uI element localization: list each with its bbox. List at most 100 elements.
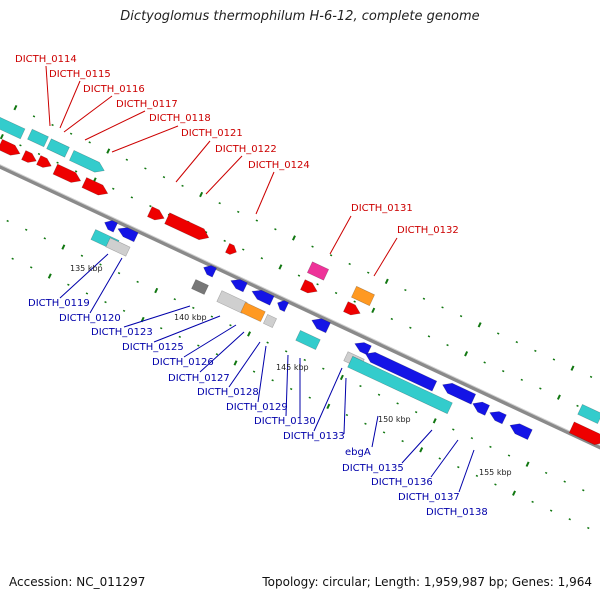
gene-arrow-forward-gene[interactable] [300,279,318,294]
gene-arrow-reverse-gene[interactable] [104,220,119,233]
tick-mark [144,167,147,170]
gene-arrow-forward-gene[interactable] [52,163,82,183]
gene-label-dicth-0128[interactable]: DICTH_0128 [197,387,259,398]
gene-arrow-rna[interactable] [347,355,453,415]
gene-label-dicth-0132[interactable]: DICTH_0132 [397,225,459,236]
gene-arrow-forward-gene[interactable] [164,212,210,241]
gene-arrow-forward-gene[interactable] [21,150,37,163]
tick-mark [0,133,4,140]
tick-mark [582,489,585,492]
gene-arrow-light-gray[interactable] [216,290,248,314]
gene-label-dicth-0124[interactable]: DICTH_0124 [248,160,310,171]
tick-mark [427,335,431,338]
gene-arrow-reverse-gene[interactable] [472,401,490,416]
gene-arrow-reverse-gene[interactable] [230,279,248,293]
gene-arrow-orange[interactable] [351,285,375,307]
gene-label-dicth-0114[interactable]: DICTH_0114 [15,54,77,65]
gene-label-dicth-0136[interactable]: DICTH_0136 [371,477,433,488]
tick-mark [549,509,553,512]
gene-arrow-rna[interactable] [69,150,105,173]
tick-mark [56,161,59,164]
tick-mark [483,361,486,364]
tick-mark [173,298,176,301]
gene-arrow-rna[interactable] [46,138,70,158]
tick-label-150kbp: 150 kbp [378,415,411,424]
gene-arrow-rna[interactable] [577,404,600,424]
gene-arrow-reverse-gene[interactable] [117,227,139,243]
gene-features [0,116,600,446]
gene-arrow-rna[interactable] [0,116,26,140]
leader-line [59,253,109,299]
gene-arrow-forward-gene[interactable] [36,155,52,168]
tick-mark [24,228,28,231]
tick-mark [271,379,274,382]
leader-line [430,439,459,478]
gene-label-dicth-0122[interactable]: DICTH_0122 [215,144,277,155]
gene-label-dicth-0138[interactable]: DICTH_0138 [426,507,488,518]
gene-arrow-reverse-gene[interactable] [311,318,331,334]
gene-arrow-forward-gene[interactable] [225,243,237,255]
gene-label-ebga[interactable]: ebgA [345,447,371,458]
gene-arrow-reverse-gene[interactable] [365,351,438,392]
gene-arrow-forward-gene[interactable] [147,206,165,221]
gene-arrow-reverse-gene[interactable] [489,411,507,425]
gene-arrow-reverse-gene[interactable] [354,342,372,356]
gene-label-dicth-0118[interactable]: DICTH_0118 [149,113,211,124]
tick-mark [136,280,139,283]
gene-label-dicth-0123[interactable]: DICTH_0123 [91,327,153,338]
gene-label-dicth-0127[interactable]: DICTH_0127 [168,373,230,384]
tick-mark [322,367,325,370]
tick-mark [384,278,389,285]
leader-line [175,140,211,183]
gene-arrow-rna[interactable] [295,330,321,350]
tick-mark [345,413,349,417]
gene-arrow-reverse-gene[interactable] [509,423,533,440]
gene-label-dicth-0117[interactable]: DICTH_0117 [116,99,178,110]
tick-mark [178,335,182,338]
gene-arrow-forward-gene[interactable] [0,139,21,156]
gene-label-dicth-0119[interactable]: DICTH_0119 [28,298,90,309]
leader-line [371,415,379,448]
gene-label-dicth-0137[interactable]: DICTH_0137 [398,492,460,503]
tick-mark [223,239,226,242]
gene-label-dicth-0133[interactable]: DICTH_0133 [283,431,345,442]
gene-label-dicth-0130[interactable]: DICTH_0130 [254,416,316,427]
gene-arrow-reverse-gene[interactable] [251,289,275,306]
gene-label-dicth-0131[interactable]: DICTH_0131 [351,203,413,214]
tick-mark [534,349,537,352]
leader-line [205,155,243,195]
gene-arrow-rna[interactable] [27,128,49,148]
leader-line [111,125,179,153]
map-title: Dictyoglomus thermophilum H-6-12, comple… [120,9,480,24]
gene-arrow-reverse-gene[interactable] [203,265,218,278]
tick-mark [69,132,73,135]
tick-mark [311,245,314,248]
tick-mark [297,274,301,277]
gene-arrow-reverse-gene[interactable] [442,382,477,405]
gene-arrow-orange[interactable] [240,302,266,322]
gene-label-dicth-0115[interactable]: DICTH_0115 [49,69,111,80]
tick-mark [61,244,66,250]
gene-label-dicth-0116[interactable]: DICTH_0116 [83,84,145,95]
tick-mark [470,437,474,440]
gene-arrow-light-gray[interactable] [263,314,277,328]
gene-arrow-reverse-gene[interactable] [277,300,289,312]
tick-mark [32,115,36,118]
gene-label-dicth-0125[interactable]: DICTH_0125 [122,342,184,353]
gene-arrow-light-gray[interactable] [105,237,131,257]
gene-arrow-pink[interactable] [306,261,330,281]
tick-mark [512,490,516,496]
tick-mark [316,283,319,286]
gene-label-dicth-0135[interactable]: DICTH_0135 [342,463,404,474]
gene-label-dicth-0120[interactable]: DICTH_0120 [59,313,121,324]
leader-line [228,341,261,388]
gene-arrow-gray[interactable] [191,279,209,295]
gene-label-dicth-0121[interactable]: DICTH_0121 [181,128,243,139]
gene-label-dicth-0129[interactable]: DICTH_0129 [226,402,288,413]
gene-arrow-forward-gene[interactable] [81,177,109,196]
tick-mark [252,370,256,373]
gene-arrow-forward-gene[interactable] [568,421,600,446]
gene-label-dicth-0126[interactable]: DICTH_0126 [152,357,214,368]
gene-arrow-forward-gene[interactable] [343,301,361,316]
leader-line [373,237,398,277]
